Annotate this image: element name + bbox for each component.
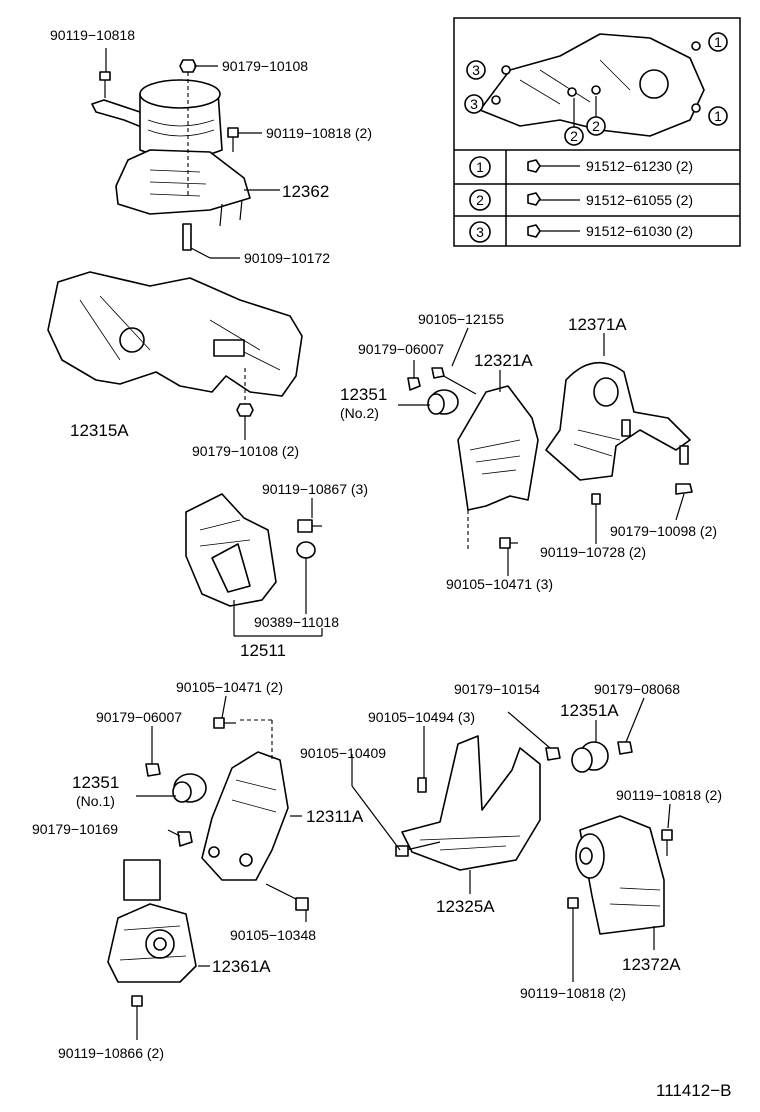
callout-90105-12155: 90105−12155 bbox=[418, 311, 504, 327]
bracket-12311A bbox=[145, 717, 309, 911]
callout-12325A: 12325A bbox=[436, 897, 495, 916]
callout-12311A: 12311A bbox=[306, 807, 364, 826]
callout-12511: 12511 bbox=[240, 641, 286, 660]
inset-marker: 1 bbox=[708, 32, 728, 52]
marker-label: 1 bbox=[714, 34, 722, 50]
callout-12351: 12351 bbox=[340, 385, 387, 404]
callout-no2: (No.2) bbox=[340, 405, 379, 421]
inset-marker: 2 bbox=[586, 116, 606, 136]
legend-key: 2 bbox=[476, 192, 484, 208]
callout-90109-10172: 90109−10172 bbox=[244, 250, 330, 266]
marker-label: 2 bbox=[570, 128, 578, 144]
legend-part: 91512−61055 (2) bbox=[586, 192, 693, 208]
mount-12372A bbox=[567, 815, 673, 935]
legend-part: 91512−61230 (2) bbox=[586, 158, 693, 174]
callout-90119-10818-2-b: 90119−10818 (2) bbox=[616, 787, 722, 803]
callout-12351-b: 12351 bbox=[72, 773, 119, 792]
bracket-12511 bbox=[185, 493, 322, 607]
callout-12371A: 12371A bbox=[568, 315, 627, 334]
legend-row-1: 1 91512−61230 (2) bbox=[469, 156, 693, 178]
marker-label: 1 bbox=[714, 108, 722, 124]
callout-12315A: 12315A bbox=[70, 421, 129, 440]
callout-90119-10867-3: 90119−10867 (3) bbox=[262, 481, 368, 497]
marker-label: 3 bbox=[470, 96, 478, 112]
callout-90179-10154: 90179−10154 bbox=[454, 681, 540, 697]
legend-key: 3 bbox=[476, 224, 484, 240]
callout-no1: (No.1) bbox=[76, 793, 115, 809]
legend-row-2: 2 91512−61055 (2) bbox=[469, 189, 693, 211]
callout-90105-10494-3: 90105−10494 (3) bbox=[368, 709, 475, 725]
callout-90119-10818-2: 90119−10818 (2) bbox=[266, 125, 372, 141]
inset-marker: 2 bbox=[564, 126, 584, 146]
inset-marker: 3 bbox=[466, 60, 486, 80]
leader-lines bbox=[105, 48, 685, 1040]
callout-90179-08068: 90179−08068 bbox=[594, 681, 680, 697]
callout-90179-10098-2: 90179−10098 (2) bbox=[610, 523, 717, 539]
mount-12371A bbox=[545, 361, 693, 518]
callout-90105-10348: 90105−10348 bbox=[230, 927, 316, 943]
inset-marker: 3 bbox=[464, 94, 484, 114]
marker-label: 2 bbox=[592, 118, 600, 134]
callout-90389-11018: 90389−11018 bbox=[254, 614, 339, 630]
callout-90179-10108-2: 90179−10108 (2) bbox=[192, 443, 299, 459]
callout-90179-10169: 90179−10169 bbox=[32, 821, 118, 837]
callout-12321A: 12321A bbox=[474, 351, 533, 370]
callouts: 90119−10818 90179−10108 90119−10818 (2) … bbox=[32, 27, 731, 1100]
bracket-12315A bbox=[47, 271, 303, 417]
callout-90105-10471-3: 90105−10471 (3) bbox=[446, 576, 553, 592]
callout-90119-10818: 90119−10818 bbox=[50, 27, 135, 43]
mount-12361A bbox=[107, 859, 197, 1022]
legend-row-3: 3 91512−61030 (2) bbox=[469, 221, 693, 243]
bracket-12325A bbox=[395, 735, 561, 871]
callout-90119-10728-2: 90119−10728 (2) bbox=[540, 544, 646, 560]
callout-90119-10818-2-c: 90119−10818 (2) bbox=[520, 985, 626, 1001]
legend-part: 91512−61030 (2) bbox=[586, 223, 693, 239]
callout-90105-10471-2: 90105−10471 (2) bbox=[176, 679, 283, 695]
callout-90105-10409: 90105−10409 bbox=[300, 745, 386, 761]
callout-90179-06007: 90179−06007 bbox=[358, 341, 444, 357]
callout-90179-06007-b: 90179−06007 bbox=[96, 709, 182, 725]
bracket-12321A bbox=[407, 367, 539, 552]
callout-12351A: 12351A bbox=[560, 701, 619, 720]
engine-mount-12362 bbox=[91, 59, 251, 251]
inset-marker: 1 bbox=[708, 106, 728, 126]
figure-code: 111412−B bbox=[656, 1081, 731, 1100]
callout-90179-10108: 90179−10108 bbox=[222, 58, 308, 74]
bushing-12351A bbox=[571, 741, 633, 773]
legend-key: 1 bbox=[476, 159, 484, 175]
callout-12362: 12362 bbox=[282, 182, 329, 201]
marker-label: 3 bbox=[472, 62, 480, 78]
callout-12361A: 12361A bbox=[212, 957, 271, 976]
callout-12372A: 12372A bbox=[622, 955, 681, 974]
callout-90119-10866-2: 90119−10866 (2) bbox=[58, 1045, 164, 1061]
inset-box: 1 1 3 3 2 2 1 91512−61230 bbox=[453, 17, 741, 247]
